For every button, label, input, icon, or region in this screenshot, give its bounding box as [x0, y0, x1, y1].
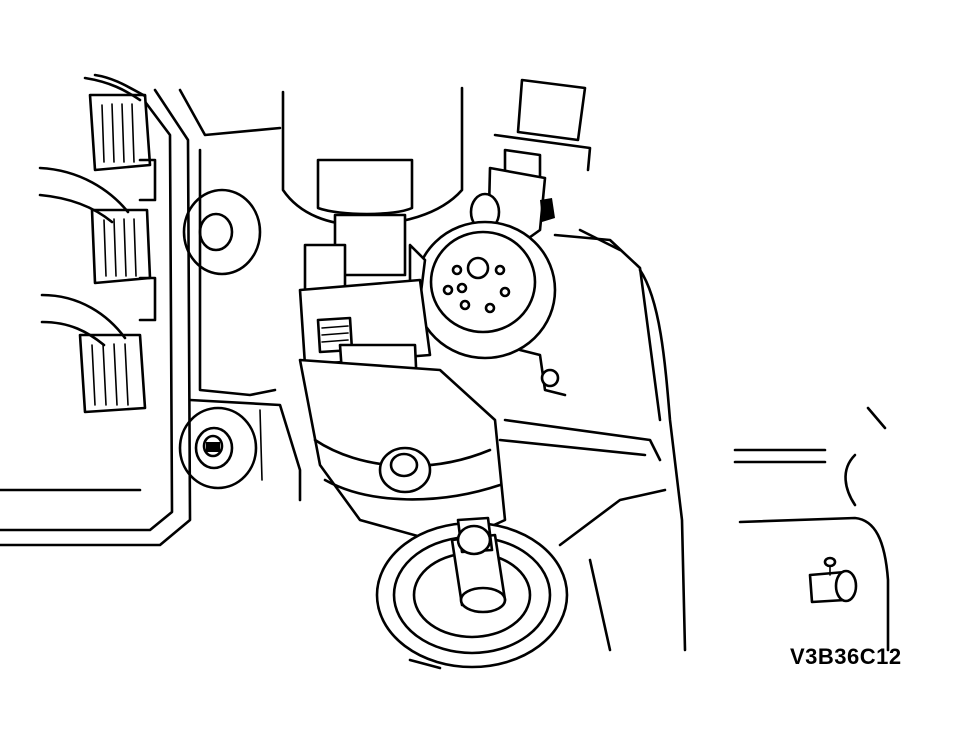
steering-column — [281, 86, 464, 277]
figure-label: V3B36C12 — [790, 644, 902, 669]
lower-shaft — [375, 488, 667, 670]
housing-panel — [0, 88, 302, 547]
inset-detail — [733, 406, 890, 652]
mounting-bosses — [178, 188, 262, 490]
wiring-connectors — [38, 73, 157, 414]
frame-edges — [498, 268, 687, 652]
intermediate-bearing — [413, 220, 662, 422]
